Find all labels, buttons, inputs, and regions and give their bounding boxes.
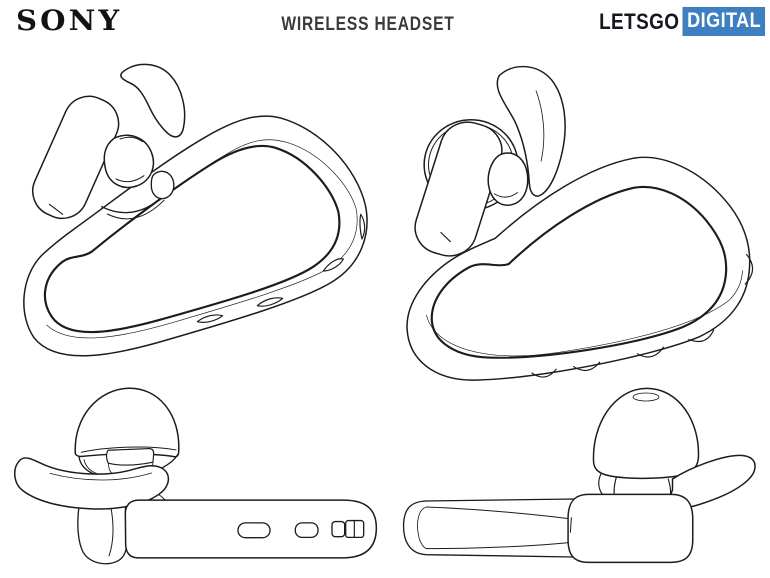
earbud-line-drawing-3 [14, 387, 378, 565]
figure-earbud-perspective-outer [10, 55, 380, 375]
small-port-pill [294, 522, 319, 539]
digital-logo-badge: DIGITAL [682, 7, 765, 36]
letsgo-logo-text: LETSGO [598, 8, 680, 34]
tip-highlight [632, 392, 660, 402]
switch-button [331, 520, 346, 538]
earbud-line-drawing-2 [406, 65, 754, 381]
earbud-line-drawing-4 [402, 387, 756, 564]
charging-port-pill [237, 522, 271, 539]
letsgodigital-logo: LETSGO DIGITAL [599, 7, 765, 36]
figure-earbud-perspective-inner [398, 45, 770, 393]
sony-logo: SONY [16, 4, 123, 37]
figure-earbud-bottom-view [10, 377, 390, 575]
figure-earbud-top-view [392, 375, 770, 575]
earbud-line-drawing-1 [23, 63, 368, 357]
page-title: WIRELESS HEADSET [281, 14, 455, 35]
